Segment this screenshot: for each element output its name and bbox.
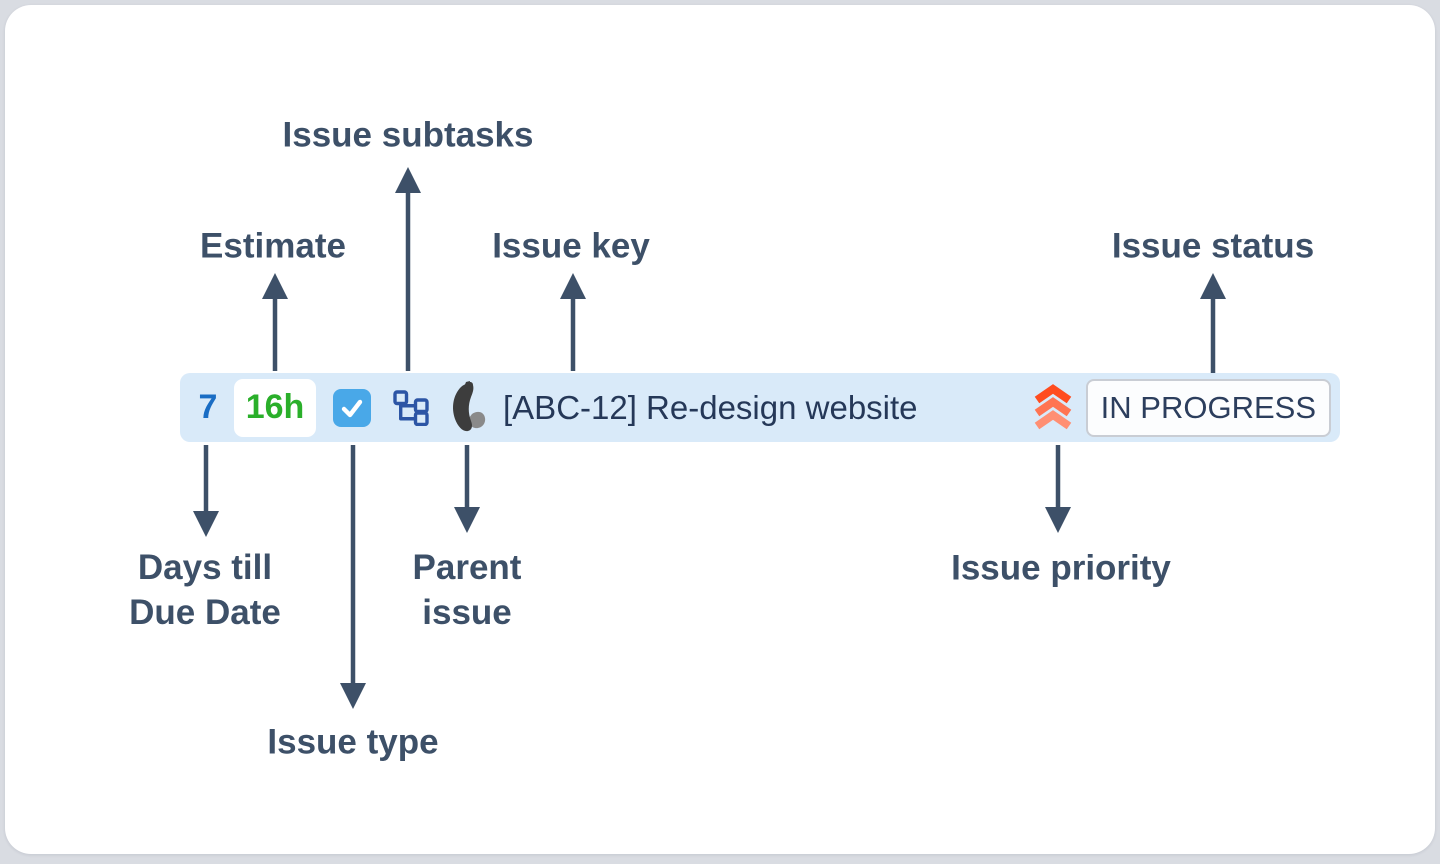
issue-title: [ABC-12] Re-design website bbox=[503, 388, 918, 426]
label-parent-issue-line1: Parent bbox=[412, 548, 522, 587]
label-days-till-due-line1: Days till bbox=[137, 548, 273, 587]
days-till-due-value: 7 bbox=[198, 388, 218, 426]
arrow-days-till-due bbox=[193, 445, 219, 537]
estimate-box: 16h bbox=[234, 378, 316, 437]
label-parent-issue-line2: issue bbox=[422, 593, 512, 632]
checkmark-icon bbox=[341, 399, 363, 417]
arrow-estimate bbox=[262, 273, 288, 371]
label-parent-issue: Parent issue bbox=[413, 545, 522, 635]
label-issue-key: Issue key bbox=[492, 226, 650, 266]
arrow-issue-type bbox=[340, 445, 366, 709]
arrow-issue-status bbox=[1200, 273, 1226, 373]
parent-issue-icon[interactable] bbox=[444, 380, 490, 436]
label-estimate: Estimate bbox=[200, 226, 346, 266]
arrow-parent-issue bbox=[454, 445, 480, 533]
status-badge[interactable]: IN PROGRESS bbox=[1085, 378, 1331, 437]
label-issue-status: Issue status bbox=[1111, 226, 1315, 266]
label-days-till-due: Days till Due Date bbox=[129, 545, 281, 635]
arrow-issue-key bbox=[560, 273, 586, 371]
estimate-value: 16h bbox=[245, 388, 305, 426]
issue-row[interactable]: 7 16h bbox=[180, 373, 1340, 442]
label-issue-priority: Issue priority bbox=[951, 548, 1171, 588]
subtasks-icon[interactable] bbox=[393, 389, 429, 426]
priority-highest-icon[interactable] bbox=[1033, 383, 1073, 432]
arrow-issue-priority bbox=[1045, 445, 1071, 533]
diagram-card: Estimate Issue subtasks Issue key Issue … bbox=[5, 5, 1435, 854]
label-issue-subtasks: Issue subtasks bbox=[282, 115, 534, 155]
arrow-issue-subtasks bbox=[395, 167, 421, 371]
label-issue-type: Issue type bbox=[267, 722, 439, 762]
label-days-till-due-line2: Due Date bbox=[129, 593, 281, 632]
issue-type-checkbox-icon[interactable] bbox=[333, 388, 371, 427]
